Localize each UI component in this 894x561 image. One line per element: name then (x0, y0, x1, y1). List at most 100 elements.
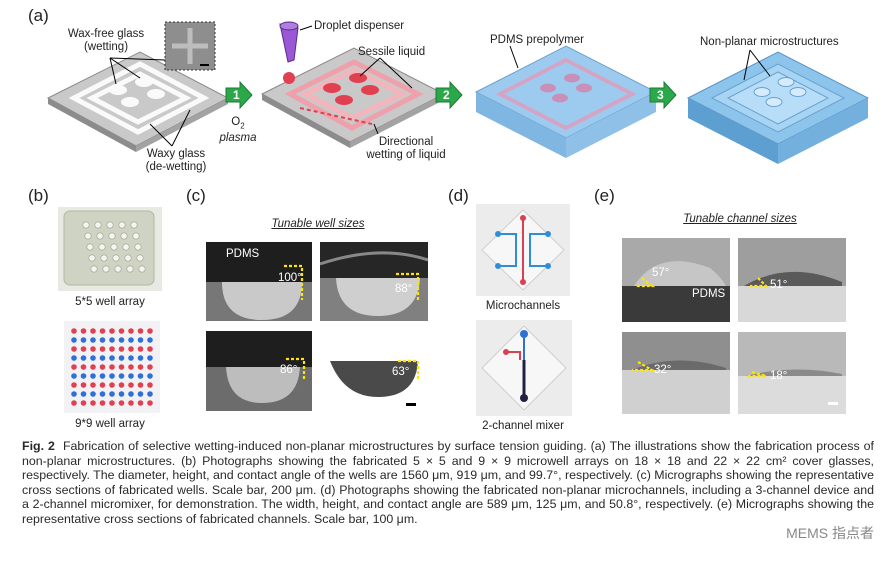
well-dot (147, 346, 153, 352)
well-dot (90, 337, 96, 343)
channel1-pdms-label: PDMS (692, 288, 726, 300)
well-dot (134, 243, 142, 251)
well-dot (118, 221, 126, 229)
well-dot (71, 328, 77, 334)
well-dot (109, 364, 115, 370)
stage2-glass-with-liquid (260, 21, 446, 148)
well-dot (110, 243, 118, 251)
well-dot (109, 337, 115, 343)
well-dot (128, 400, 134, 406)
well-dot (90, 328, 96, 334)
channel-micrograph-2 (738, 238, 846, 322)
panel-c-title: Tunable well sizes (271, 218, 365, 230)
microchannels-photo (476, 204, 570, 296)
well-dot (109, 346, 115, 352)
well-micrograph-3 (206, 331, 312, 411)
well-dot (136, 254, 144, 262)
well-dot (132, 232, 140, 240)
well1-pdms-label: PDMS (226, 248, 260, 260)
well-dot (118, 328, 125, 334)
well-dot (118, 391, 125, 397)
panel-b-label: (b) (28, 186, 49, 205)
well-dot (147, 373, 153, 379)
well-dot (80, 337, 87, 343)
panel-c-label: (c) (186, 186, 206, 205)
well-dot (88, 254, 96, 262)
well1-angle: 100° (278, 272, 302, 284)
well-dot (128, 364, 134, 370)
well-dot (109, 355, 115, 361)
well-dot (99, 391, 106, 397)
well-dot (109, 400, 115, 406)
figure-caption-text: Fabrication of selective wetting-induced… (22, 439, 875, 526)
well-dot (99, 364, 106, 370)
well-dot (118, 346, 125, 352)
well-dot (137, 364, 144, 370)
o2-text: O (231, 116, 241, 128)
well-dot (137, 346, 144, 352)
well-dot (118, 382, 125, 388)
directional-wetting-label: Directional wetting of liquid (366, 136, 446, 161)
step-2-label: 2 (443, 88, 450, 102)
stage3-pdms-prepolymer (474, 45, 658, 158)
well-dot (130, 221, 138, 229)
well-dot (106, 221, 114, 229)
nonplanar-label: Non-planar microstructures (700, 36, 839, 48)
well-dot (112, 254, 120, 262)
well-dot (109, 373, 115, 379)
well-dot (90, 364, 96, 370)
well-dot (100, 254, 108, 262)
channel-micrograph-4 (738, 332, 846, 414)
well-dot (71, 382, 77, 388)
well-dot (80, 355, 87, 361)
well-dot (80, 364, 87, 370)
well-dot (71, 391, 77, 397)
well-dot (90, 382, 96, 388)
well-dot (128, 373, 134, 379)
channel3-angle: 32° (654, 364, 672, 376)
panel-a-label: (a) (28, 6, 49, 25)
well-dot (147, 355, 153, 361)
channel4-angle: 18° (770, 370, 788, 382)
well-dot (71, 337, 77, 343)
well-dot (147, 400, 153, 406)
well-dot (99, 400, 106, 406)
well-dot (90, 355, 96, 361)
panel-d-caption-2: 2-channel mixer (482, 420, 564, 432)
well-dot (109, 382, 115, 388)
well-dot (128, 391, 134, 397)
well-dot (102, 265, 110, 273)
well-dot (120, 232, 128, 240)
panel-e-title: Tunable channel sizes (683, 213, 797, 225)
figure-caption: Fig. 2 Fabrication of selective wetting-… (22, 439, 874, 527)
well-dot (118, 400, 125, 406)
panel-b-caption-9x9: 9*9 well array (75, 418, 145, 430)
well-dot (118, 364, 125, 370)
well-dot (118, 337, 125, 343)
plasma-text: plasma (219, 132, 257, 145)
well2-angle: 88° (395, 283, 413, 295)
well-dot (99, 355, 106, 361)
step-3-label: 3 (657, 88, 664, 102)
well-dot (80, 382, 87, 388)
well-dot (109, 391, 115, 397)
well-dot (147, 337, 153, 343)
well-dot (82, 221, 90, 229)
well-dot (128, 382, 134, 388)
well-dot (71, 400, 77, 406)
well-dot (147, 391, 153, 397)
channel1-angle: 57° (652, 267, 670, 279)
well-dot (147, 364, 153, 370)
well-dot (128, 337, 134, 343)
well-dot (96, 232, 104, 240)
channel2-angle: 51° (770, 279, 788, 291)
well-dot (118, 373, 125, 379)
well-micrograph-4 (320, 331, 428, 411)
pdms-prepolymer-label: PDMS prepolymer (490, 34, 584, 46)
well-micrograph-2 (320, 242, 428, 321)
well-dot (99, 346, 106, 352)
well-dot (80, 400, 87, 406)
wax-free-label: Wax-free glass (wetting) (67, 28, 145, 53)
mixer-photo (476, 320, 572, 416)
figure-number: Fig. 2 (22, 439, 55, 453)
